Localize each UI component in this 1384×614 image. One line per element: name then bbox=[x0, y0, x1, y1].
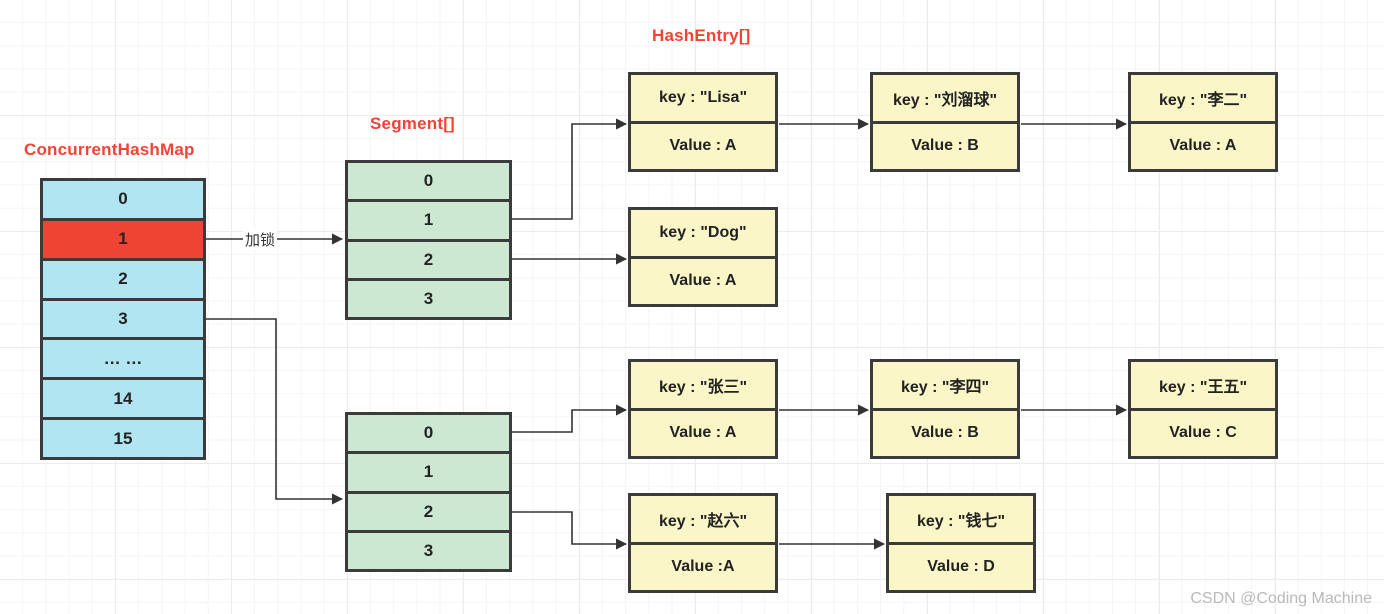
chm-cell-1-locked[interactable]: 1 bbox=[43, 220, 203, 261]
heading-concurrenthashmap: ConcurrentHashMap bbox=[24, 140, 195, 159]
hashentry-node-lier: key : "李二" Value : A bbox=[1128, 72, 1278, 172]
hashentry-node-qianqi: key : "钱七" Value : D bbox=[886, 493, 1036, 593]
hashentry-node-wangwu: key : "王五" Value : C bbox=[1128, 359, 1278, 459]
edge-segbot2-to-zhaoliu bbox=[512, 511, 628, 550]
hashentry-node-zhangsan: key : "张三" Value : A bbox=[628, 359, 778, 459]
hashentry-value-zhangsan: Value : A bbox=[669, 424, 737, 442]
heading-hashentry-array: HashEntry[] bbox=[652, 26, 751, 45]
concurrenthashmap-array: 0 1 2 3 … … 14 15 bbox=[40, 178, 206, 460]
chm-cell-2[interactable]: 2 bbox=[43, 260, 203, 301]
segment-bottom-cell-1[interactable]: 1 bbox=[348, 454, 509, 494]
watermark: CSDN @Coding Machine bbox=[1190, 590, 1372, 607]
hashentry-value-wangwu: Value : C bbox=[1169, 424, 1237, 442]
hashentry-key-lier: key : "李二" bbox=[1131, 75, 1275, 124]
segment-array-bottom: 0 1 2 3 bbox=[345, 412, 512, 572]
segment-top-cell-3[interactable]: 3 bbox=[348, 280, 509, 317]
edge-label-lock: 加锁 bbox=[243, 229, 278, 250]
hashentry-key-lisi: key : "李四" bbox=[873, 362, 1017, 411]
hashentry-value-dog: Value : A bbox=[669, 272, 737, 290]
segment-bottom-cell-3[interactable]: 3 bbox=[348, 532, 509, 569]
segment-bottom-cell-0[interactable]: 0 bbox=[348, 415, 509, 455]
chm-cell-ellipsis: … … bbox=[43, 340, 203, 381]
hashentry-value-lier: Value : A bbox=[1169, 137, 1237, 155]
hashentry-value-lisa: Value : A bbox=[669, 137, 737, 155]
chm-cell-14[interactable]: 14 bbox=[43, 380, 203, 421]
edge-chm3-to-segment-bottom bbox=[206, 318, 344, 505]
hashentry-key-liuliuqiu: key : "刘溜球" bbox=[873, 75, 1017, 124]
hashentry-value-liuliuqiu: Value : B bbox=[911, 137, 979, 155]
chm-cell-0[interactable]: 0 bbox=[43, 181, 203, 221]
edge-segtop1-to-lisa bbox=[512, 118, 628, 220]
hashentry-value-zhaoliu: Value :A bbox=[671, 558, 735, 576]
edge-segbot0-to-zhangsan bbox=[512, 404, 628, 433]
segment-top-cell-1[interactable]: 1 bbox=[348, 202, 509, 242]
hashentry-node-liuliuqiu: key : "刘溜球" Value : B bbox=[870, 72, 1020, 172]
hashentry-node-lisi: key : "李四" Value : B bbox=[870, 359, 1020, 459]
segment-top-cell-0[interactable]: 0 bbox=[348, 163, 509, 203]
hashentry-node-zhaoliu: key : "赵六" Value :A bbox=[628, 493, 778, 593]
segment-top-cell-2[interactable]: 2 bbox=[348, 241, 509, 281]
hashentry-key-dog: key : "Dog" bbox=[631, 210, 775, 259]
heading-segment-array: Segment[] bbox=[370, 114, 455, 133]
hashentry-key-zhaoliu: key : "赵六" bbox=[631, 496, 775, 545]
hashentry-key-qianqi: key : "钱七" bbox=[889, 496, 1033, 545]
hashentry-node-lisa: key : "Lisa" Value : A bbox=[628, 72, 778, 172]
chm-cell-3[interactable]: 3 bbox=[43, 300, 203, 341]
hashentry-value-qianqi: Value : D bbox=[927, 558, 995, 576]
hashentry-value-lisi: Value : B bbox=[911, 424, 979, 442]
hashentry-key-lisa: key : "Lisa" bbox=[631, 75, 775, 124]
segment-array-top: 0 1 2 3 bbox=[345, 160, 512, 320]
hashentry-key-wangwu: key : "王五" bbox=[1131, 362, 1275, 411]
hashentry-key-zhangsan: key : "张三" bbox=[631, 362, 775, 411]
chm-cell-15[interactable]: 15 bbox=[43, 420, 203, 458]
segment-bottom-cell-2[interactable]: 2 bbox=[348, 493, 509, 533]
hashentry-node-dog: key : "Dog" Value : A bbox=[628, 207, 778, 307]
